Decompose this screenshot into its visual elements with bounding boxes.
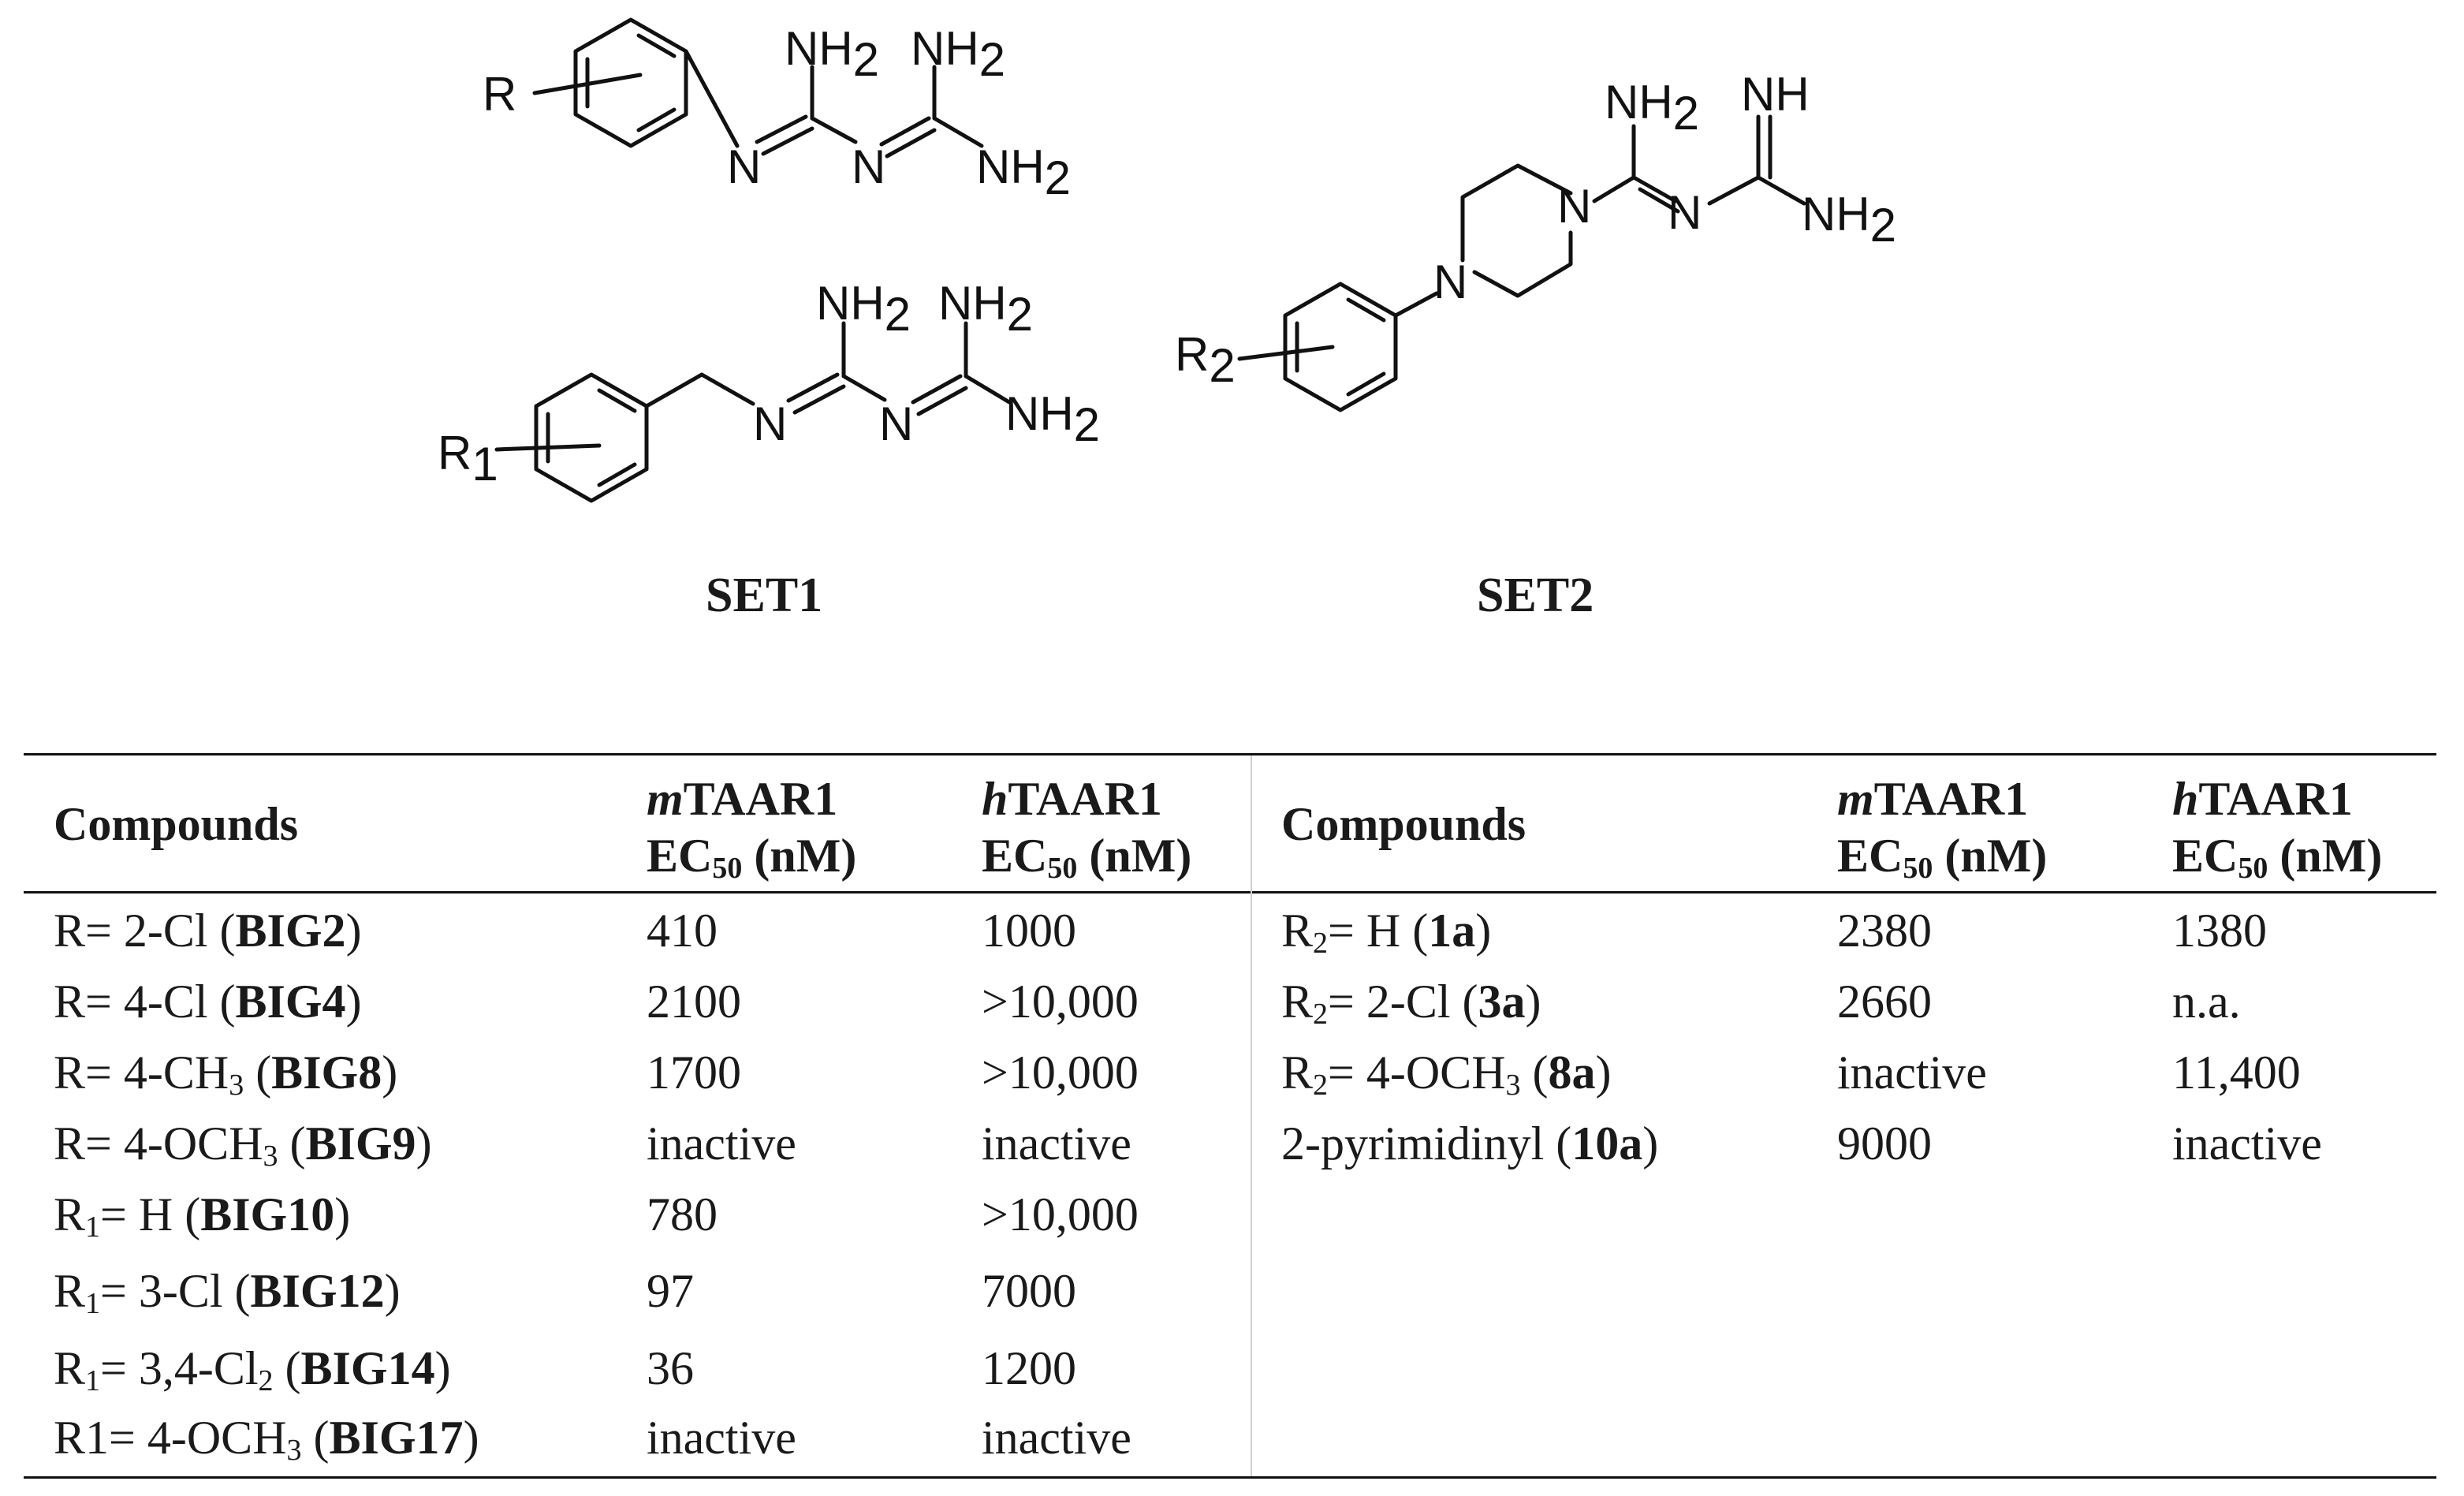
atom-label-subscript: 2 [1045,151,1071,204]
atom-label-n: N [1557,180,1591,233]
atom-label-n: N [852,140,885,193]
mtaar1-value: inactive [647,1412,796,1464]
atom-label-n: N [727,140,761,193]
header-ec50: EC50 (nM) [982,830,1192,885]
htaar1-value: >10,000 [982,1188,1139,1240]
header-compounds: Compounds [54,798,299,850]
atom-label-subscript: 2 [1074,398,1100,451]
htaar1-value: >10,000 [982,976,1139,1028]
htaar1-value: inactive [982,1412,1131,1464]
ec50-table: Compounds mTAAR1 EC50 (nM) hTAAR1 EC50 (… [24,753,2436,1479]
header-ec50: EC50 (nM) [1837,830,2048,885]
header-htaar1: hTAAR1 [982,773,1162,825]
compound-cell: R= 4-Cl (BIG4) [54,976,362,1028]
mtaar1-value: 9000 [1837,1117,1932,1170]
mtaar1-value: 780 [647,1188,718,1240]
compound-cell: 2-pyrimidinyl (10a) [1281,1117,1659,1170]
set2-label: SET2 [1477,569,1594,622]
compound-cell: R1= 3,4-Cl2 (BIG14) [54,1342,451,1397]
atom-label-subscript: 2 [1870,199,1896,252]
table-bottom-rule [24,1476,2436,1479]
svg-text:NH2: NH2 [1005,387,1100,451]
atom-label-nh2: NH [1605,76,1673,129]
compound-cell: R2= 4-OCH3 (8a) [1281,1046,1612,1102]
htaar1-value: inactive [2172,1117,2322,1170]
svg-text:NH2: NH2 [938,277,1033,341]
atom-label-subscript: 2 [979,33,1005,86]
structure-benzyl-biguanide: R1 N N NH2 NH2 NH2 [438,277,1100,503]
atom-label-subscript: 2 [1007,288,1033,341]
atom-label-subscript: 2 [1209,339,1235,392]
compound-cell: R1= 4-OCH3 (BIG17) [54,1412,479,1467]
structure-aryl-biguanide: R N N NH2 NH2 NH2 [483,17,1071,204]
atom-label-r: R [483,68,516,121]
svg-text:NH2: NH2 [1802,188,1896,252]
header-compounds: Compounds [1281,798,1526,850]
header-mtaar1: mTAAR1 [1837,773,2029,825]
atom-label-nh: NH [1741,68,1810,121]
svg-text:NH2: NH2 [1605,76,1699,140]
svg-text:NH2: NH2 [976,140,1071,204]
htaar1-value: 1200 [982,1342,1076,1394]
atom-label-nh2: NH [785,22,853,75]
header-htaar1: hTAAR1 [2172,773,2353,825]
chemical-structures-figure: R N N NH2 NH2 NH2 R1 N [0,0,2464,694]
svg-text:R2: R2 [1175,328,1236,392]
atom-label-n: N [1433,256,1467,308]
htaar1-value: 1000 [982,905,1076,957]
atom-label-nh2: NH [938,277,1007,330]
compound-cell: R= 2-Cl (BIG2) [54,905,362,957]
atom-label-subscript: 2 [853,33,879,86]
header-ec50: EC50 (nM) [2172,830,2383,885]
structure-arylpiperazine-biguanide: N N R2 N NH2 NH NH2 [1175,68,1896,412]
htaar1-value: inactive [982,1117,1131,1170]
compound-cell: R= 4-OCH3 (BIG9) [54,1117,432,1173]
atom-label-nh2: NH [976,140,1045,193]
mtaar1-value: 2380 [1837,905,1932,957]
compound-cell: R2= H (1a) [1281,905,1492,960]
atom-label-n: N [753,397,787,450]
svg-text:NH2: NH2 [785,22,879,86]
mtaar1-value: 36 [647,1342,694,1394]
compound-cell: R1= 3-Cl (BIG12) [54,1265,401,1320]
table-header-rule [24,891,2436,893]
htaar1-value: 7000 [982,1265,1076,1317]
atom-label-n: N [1668,186,1702,239]
mtaar1-value: inactive [647,1117,796,1170]
atom-label-n: N [879,397,913,450]
atom-label-nh2: NH [1005,387,1074,440]
table-top-rule [24,753,2436,755]
compound-cell: R2= 2-Cl (3a) [1281,976,1541,1031]
structures-svg: R N N NH2 NH2 NH2 R1 N [438,17,1896,503]
mtaar1-value: 1700 [647,1046,741,1099]
atom-label-nh2: NH [911,22,979,75]
compound-cell: R1= H (BIG10) [54,1188,351,1244]
htaar1-value: 1380 [2172,905,2267,957]
atom-label-nh2: NH [1802,188,1870,241]
header-ec50: EC50 (nM) [647,830,857,885]
atom-label-subscript: 1 [472,438,498,491]
htaar1-value: n.a. [2172,976,2241,1028]
svg-text:NH2: NH2 [911,22,1005,86]
svg-text:R1: R1 [438,427,498,491]
mtaar1-value: inactive [1837,1046,1987,1099]
atom-label-r1: R [438,427,472,479]
atom-label-r2: R [1175,328,1209,381]
table-column-divider [1251,755,1252,1476]
atom-label-nh2: NH [816,277,885,330]
header-mtaar1: mTAAR1 [647,773,838,825]
atom-label-subscript: 2 [1673,87,1699,140]
svg-text:NH2: NH2 [816,277,911,341]
mtaar1-value: 2100 [647,976,741,1028]
compound-cell: R= 4-CH3 (BIG8) [54,1046,398,1102]
mtaar1-value: 97 [647,1265,694,1317]
mtaar1-value: 2660 [1837,976,1932,1028]
htaar1-value: >10,000 [982,1046,1139,1099]
atom-label-subscript: 2 [885,288,911,341]
set1-label: SET1 [706,569,823,622]
htaar1-value: 11,400 [2172,1046,2301,1099]
mtaar1-value: 410 [647,905,718,957]
